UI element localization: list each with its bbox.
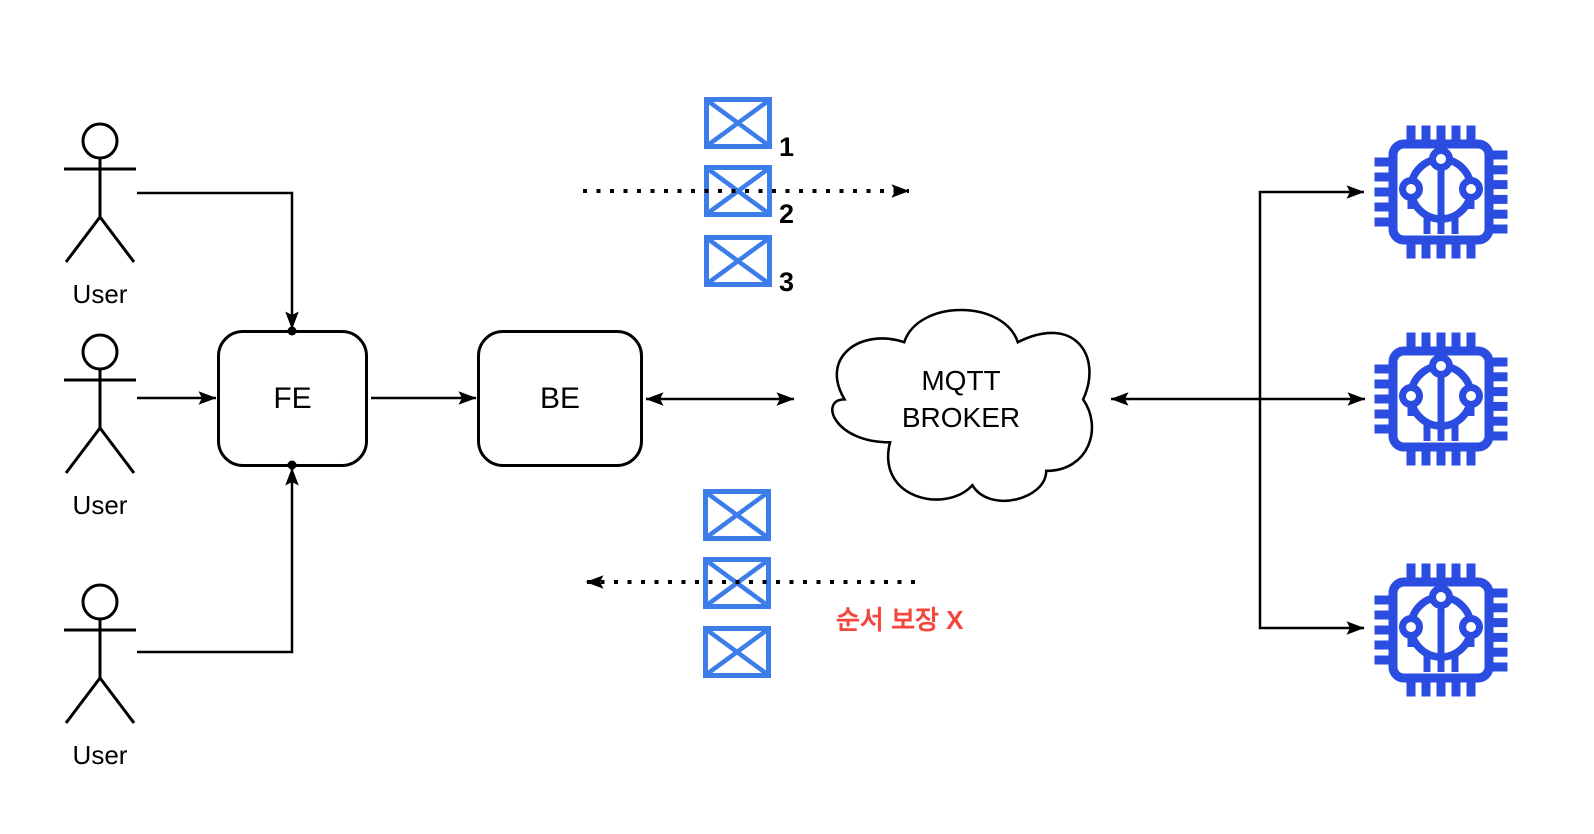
publish-message-envelope-3 (704, 235, 772, 287)
envelope-icon (703, 626, 771, 678)
connector-user3-to-fe (137, 467, 299, 654)
order-warning-annotation: 순서 보장 X (836, 605, 964, 635)
mqtt-broker-node: MQTT BROKER (819, 287, 1103, 526)
chip-pins (1374, 563, 1508, 697)
broker-label: MQTT BROKER (819, 279, 1103, 518)
stick-figure-icon (64, 333, 136, 474)
envelope-icon (704, 235, 772, 287)
connector-branch-to-device3 (1258, 399, 1365, 635)
stick-figure-icon (64, 583, 136, 724)
message-number-3: 3 (779, 267, 795, 297)
frontend-label: FE (273, 381, 312, 415)
envelope-icon (704, 165, 772, 217)
broker-label-line1: MQTT (921, 364, 1001, 396)
chip-icon (1374, 125, 1508, 259)
subscribe-message-envelope-2 (703, 557, 771, 609)
user-actor-2 (62, 332, 138, 474)
publish-message-envelope-2 (704, 165, 772, 217)
message-number-1: 1 (779, 132, 795, 162)
connector-user1-to-fe (137, 191, 299, 330)
user-actor-3 (62, 582, 138, 724)
iot-device-1 (1371, 122, 1511, 262)
envelope-icon (703, 557, 771, 609)
user-actor-1 (62, 121, 138, 263)
frontend-node: FE (217, 330, 368, 467)
publish-message-envelope-1 (704, 97, 772, 149)
backend-node: BE (477, 330, 643, 467)
subscribe-message-envelope-3 (703, 626, 771, 678)
cloud-outline (831, 308, 1094, 503)
broker-label-line2: BROKER (901, 401, 1021, 433)
connector-branch-to-device1 (1258, 185, 1365, 399)
chip-icon (1374, 563, 1508, 697)
chip-pins (1374, 332, 1508, 466)
message-number-2: 2 (779, 199, 795, 229)
envelope-icon (703, 489, 771, 541)
user-label-2: User (72, 490, 128, 520)
chip-icon (1374, 332, 1508, 466)
iot-device-2 (1371, 329, 1511, 469)
stick-figure-icon (64, 122, 136, 263)
iot-device-3 (1371, 560, 1511, 700)
backend-label: BE (539, 381, 581, 415)
chip-pins (1374, 125, 1508, 259)
cloud-icon (831, 308, 1094, 503)
envelope-icon (704, 97, 772, 149)
user-label-1: User (72, 279, 128, 309)
user-label-3: User (72, 740, 128, 770)
subscribe-message-envelope-1 (703, 489, 771, 541)
